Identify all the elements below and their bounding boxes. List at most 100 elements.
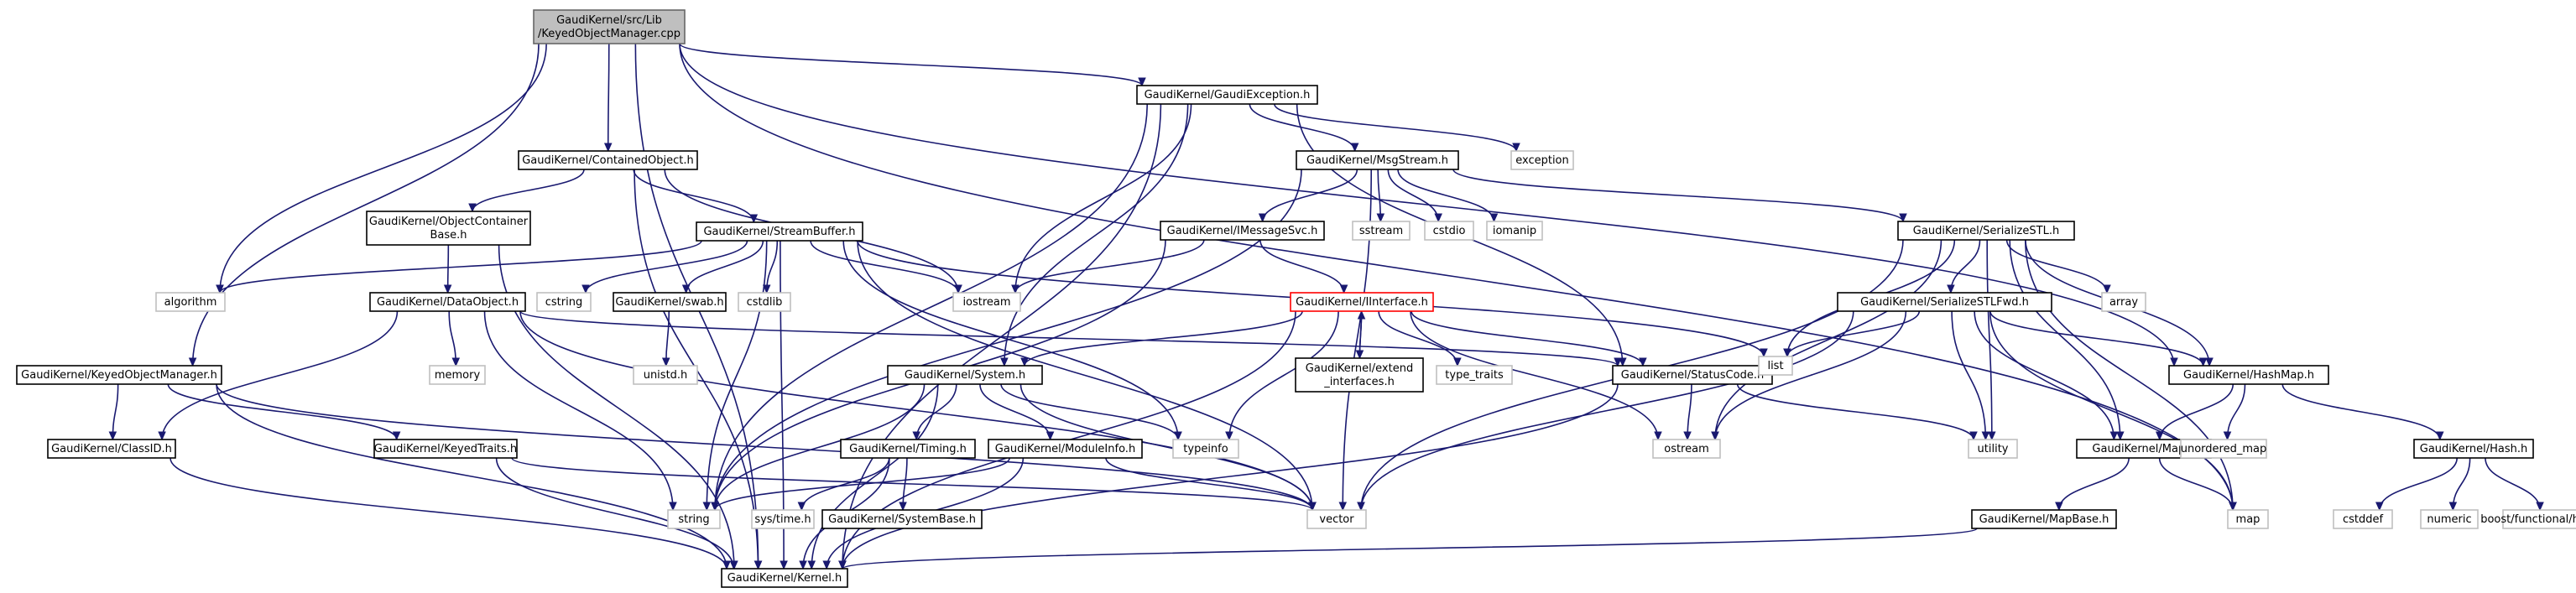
edge-keyedobjectmanager-to-keyedtraits xyxy=(167,383,401,441)
node-hash[interactable]: GaudiKernel/Hash.h xyxy=(2413,439,2534,459)
edge-arrowhead xyxy=(1308,502,1317,512)
node-timing[interactable]: GaudiKernel/Timing.h xyxy=(840,439,976,459)
edge-line xyxy=(1378,310,1458,367)
edge-line xyxy=(495,457,735,570)
node-kernel[interactable]: GaudiKernel/Kernel.h xyxy=(721,568,848,588)
edge-msgstream-to-imessagesvc xyxy=(1258,169,1358,223)
node-streambuffer[interactable]: GaudiKernel/StreamBuffer.h xyxy=(696,221,863,242)
edge-msgstream-to-serializestl xyxy=(1452,169,1907,223)
edge-gaudiexception-to-iostream xyxy=(1011,103,1192,294)
node-iostream[interactable]: iostream xyxy=(952,292,1021,312)
edge-arrowhead xyxy=(451,357,461,367)
node-typeinfo[interactable]: typeinfo xyxy=(1172,439,1239,459)
edge-line xyxy=(161,310,399,440)
node-box xyxy=(721,568,848,588)
node-box xyxy=(840,439,976,459)
node-label: GaudiKernel/ClassID.h xyxy=(51,443,172,455)
edge-arrowhead xyxy=(2170,357,2178,367)
node-unordered_map[interactable]: unordered_map xyxy=(2180,439,2267,459)
node-utility[interactable]: utility xyxy=(1968,439,2018,459)
edge-iinterface-to-system xyxy=(1020,310,1303,367)
edge-arrowhead xyxy=(899,502,907,512)
edge-swab-to-unistd xyxy=(661,310,670,367)
node-ostream[interactable]: ostream xyxy=(1652,439,1721,459)
node-root[interactable]: GaudiKernel/src/Lib/KeyedObjectManager.c… xyxy=(533,9,686,44)
edge-line xyxy=(219,240,702,294)
edge-mapbase-to-kernel xyxy=(838,528,1978,570)
node-label: GaudiKernel/SerializeSTL.h xyxy=(1913,225,2059,237)
node-msgstream[interactable]: GaudiKernel/MsgStream.h xyxy=(1296,150,1459,170)
node-sstream[interactable]: sstream xyxy=(1352,221,1411,241)
node-keyedobjectmanager[interactable]: GaudiKernel/KeyedObjectManager.h xyxy=(16,365,222,385)
node-iomanip[interactable]: iomanip xyxy=(1486,221,1543,241)
node-serializestlfwd[interactable]: GaudiKernel/SerializeSTLFwd.h xyxy=(1837,292,2052,312)
edge-line xyxy=(810,240,959,294)
node-systime[interactable]: sys/time.h xyxy=(751,509,815,529)
edge-timing-to-systime xyxy=(797,457,890,512)
edge-arrowhead xyxy=(1020,357,1029,367)
node-hashmap[interactable]: GaudiKernel/HashMap.h xyxy=(2168,365,2329,385)
node-exception[interactable]: exception xyxy=(1510,150,1574,170)
node-type_traits[interactable]: type_traits xyxy=(1436,365,1513,385)
node-array[interactable]: array xyxy=(2101,292,2146,312)
node-iinterface[interactable]: GaudiKernel/IInterface.h xyxy=(1290,292,1434,312)
edge-arrowhead xyxy=(1357,502,1365,512)
node-system[interactable]: GaudiKernel/System.h xyxy=(887,365,1043,385)
node-string[interactable]: string xyxy=(667,509,721,529)
node-mapbase[interactable]: GaudiKernel/MapBase.h xyxy=(1971,509,2117,529)
node-memory[interactable]: memory xyxy=(429,365,486,385)
edge-arrowhead xyxy=(1614,357,1622,367)
node-gkmap[interactable]: GaudiKernel/Map.h xyxy=(2076,439,2212,459)
node-unistd[interactable]: unistd.h xyxy=(633,365,698,385)
edge-line xyxy=(2058,457,2130,511)
node-serializestl[interactable]: GaudiKernel/SerializeSTL.h xyxy=(1897,221,2075,241)
node-box xyxy=(1436,365,1513,385)
node-cstddef[interactable]: cstddef xyxy=(2333,509,2393,529)
node-algorithm[interactable]: algorithm xyxy=(155,292,226,312)
node-label: GaudiKernel/MapBase.h xyxy=(1979,513,2109,526)
edge-line xyxy=(1360,310,1854,511)
node-statuscode[interactable]: GaudiKernel/StatusCode.h xyxy=(1612,365,1773,385)
node-label: GaudiKernel/SystemBase.h xyxy=(828,513,976,526)
node-systembase[interactable]: GaudiKernel/SystemBase.h xyxy=(821,509,983,529)
edge-arrowhead xyxy=(711,502,719,512)
edge-arrowhead xyxy=(1783,348,1791,358)
node-list[interactable]: list xyxy=(1758,356,1793,376)
node-imessagesvc[interactable]: GaudiKernel/IMessageSvc.h xyxy=(1160,221,1325,241)
edge-imessagesvc-to-iinterface xyxy=(1259,239,1348,294)
edge-line xyxy=(1714,239,1942,440)
node-swab[interactable]: GaudiKernel/swab.h xyxy=(613,292,727,312)
node-box xyxy=(1290,292,1434,312)
node-box xyxy=(1897,221,2075,241)
edge-arrowhead xyxy=(797,502,806,512)
edge-timing-to-systembase xyxy=(899,457,908,512)
node-label: GaudiKernel/Hash.h xyxy=(2420,443,2528,455)
edge-serializestl-to-utility xyxy=(1986,239,1996,441)
node-cstring[interactable]: cstring xyxy=(536,292,592,312)
node-numeric[interactable]: numeric xyxy=(2420,509,2479,529)
edge-keyedobjectmanager-to-kernel xyxy=(216,383,731,570)
edge-line xyxy=(714,103,1148,511)
edge-objectcontainerbase-to-dataobject xyxy=(443,244,452,294)
node-classid[interactable]: GaudiKernel/ClassID.h xyxy=(47,439,176,459)
node-dataobject[interactable]: GaudiKernel/DataObject.h xyxy=(369,292,526,312)
node-label: GaudiKernel/extend xyxy=(1306,362,1413,375)
edge-root-to-containedobject xyxy=(603,43,613,153)
node-label: GaudiKernel/src/Lib xyxy=(556,14,662,27)
edge-arrowhead xyxy=(108,431,117,441)
node-stdmap[interactable]: map xyxy=(2227,509,2269,529)
edge-gkmap-to-stdmap xyxy=(2158,457,2237,512)
node-cstdlib[interactable]: cstdlib xyxy=(738,292,791,312)
node-moduleinfo[interactable]: GaudiKernel/ModuleInfo.h xyxy=(988,439,1143,459)
node-boosthash[interactable]: boost/functional/hash.hpp xyxy=(2480,509,2576,529)
node-keyedtraits[interactable]: GaudiKernel/KeyedTraits.h xyxy=(373,439,518,459)
node-extendinterfaces[interactable]: GaudiKernel/extend_interfaces.h xyxy=(1295,357,1424,393)
node-cstdio[interactable]: cstdio xyxy=(1424,221,1474,241)
node-containedobject[interactable]: GaudiKernel/ContainedObject.h xyxy=(518,150,698,170)
edge-streambuffer-to-string xyxy=(702,240,768,512)
node-box xyxy=(1971,509,2117,529)
node-box xyxy=(2333,509,2393,529)
node-gaudiexception[interactable]: GaudiKernel/GaudiException.h xyxy=(1136,85,1318,105)
node-vector[interactable]: vector xyxy=(1306,509,1367,529)
